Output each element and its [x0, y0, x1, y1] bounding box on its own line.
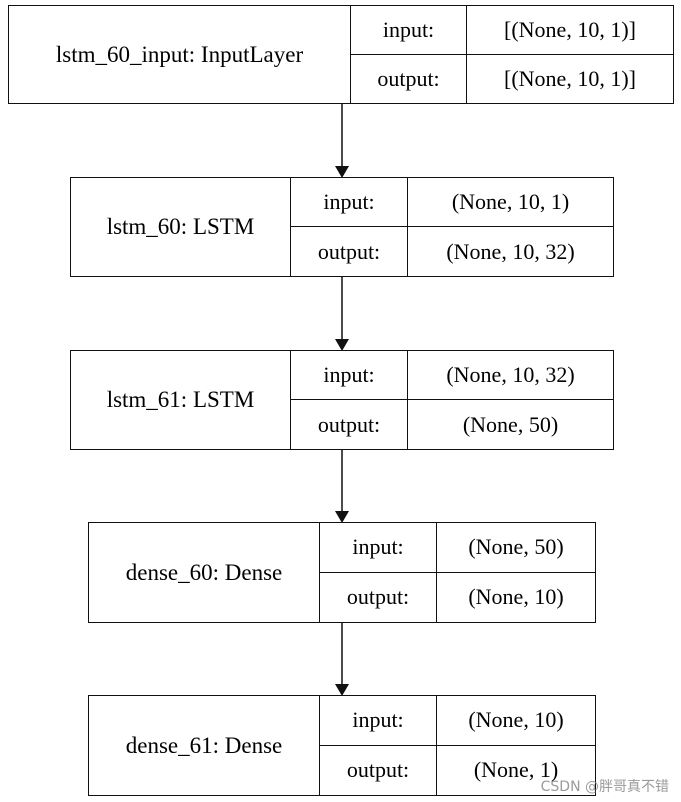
- output-label: output:: [377, 65, 440, 91]
- output-label: output:: [346, 584, 410, 610]
- layer-name: dense_60: Dense: [89, 523, 320, 622]
- output-shape: [(None, 10, 1)]: [504, 65, 636, 91]
- layer-node-dense60: dense_60: Dense input: output: (None, 50…: [88, 522, 596, 623]
- io-shapes: (None, 10) (None, 1): [437, 696, 595, 795]
- input-shape: (None, 50): [437, 523, 595, 573]
- output-shape: (None, 10, 32): [446, 238, 575, 264]
- input-shape: (None, 10): [437, 696, 595, 746]
- layer-node-dense61: dense_61: Dense input: output: (None, 10…: [88, 695, 596, 796]
- layer-node-lstm61: lstm_61: LSTM input: output: (None, 10, …: [70, 350, 614, 450]
- output-label: output:: [317, 411, 381, 437]
- layer-node-lstm60: lstm_60: LSTM input: output: (None, 10, …: [70, 177, 614, 277]
- io-shapes: (None, 50) (None, 10): [437, 523, 595, 622]
- input-shape: (None, 10, 32): [408, 351, 613, 400]
- layer-name: lstm_60_input: InputLayer: [9, 6, 351, 103]
- io-labels: input: output:: [320, 696, 437, 795]
- watermark: CSDN @胖哥真不错: [540, 779, 669, 795]
- io-labels: input: output:: [291, 178, 408, 276]
- layer-name: dense_61: Dense: [89, 696, 320, 795]
- layer-name: lstm_61: LSTM: [71, 351, 291, 449]
- layer-node-input: lstm_60_input: InputLayer input: output:…: [8, 5, 674, 104]
- input-label: input:: [320, 523, 436, 573]
- output-label: output:: [346, 757, 410, 783]
- input-shape: (None, 10, 1): [408, 178, 613, 227]
- io-shapes: [(None, 10, 1)] [(None, 10, 1)]: [467, 6, 673, 103]
- io-labels: input: output:: [291, 351, 408, 449]
- output-label: output:: [317, 238, 381, 264]
- layer-name: lstm_60: LSTM: [71, 178, 291, 276]
- output-shape: (None, 50): [462, 411, 559, 437]
- input-label: input:: [320, 696, 436, 746]
- input-shape: [(None, 10, 1)]: [467, 6, 673, 55]
- io-shapes: (None, 10, 32) (None, 50): [408, 351, 613, 449]
- input-label: input:: [291, 178, 407, 227]
- output-shape: (None, 10): [468, 584, 564, 610]
- input-label: input:: [351, 6, 466, 55]
- io-labels: input: output:: [320, 523, 437, 622]
- input-label: input:: [291, 351, 407, 400]
- io-shapes: (None, 10, 1) (None, 10, 32): [408, 178, 613, 276]
- io-labels: input: output:: [351, 6, 467, 103]
- output-shape: (None, 1): [473, 757, 559, 783]
